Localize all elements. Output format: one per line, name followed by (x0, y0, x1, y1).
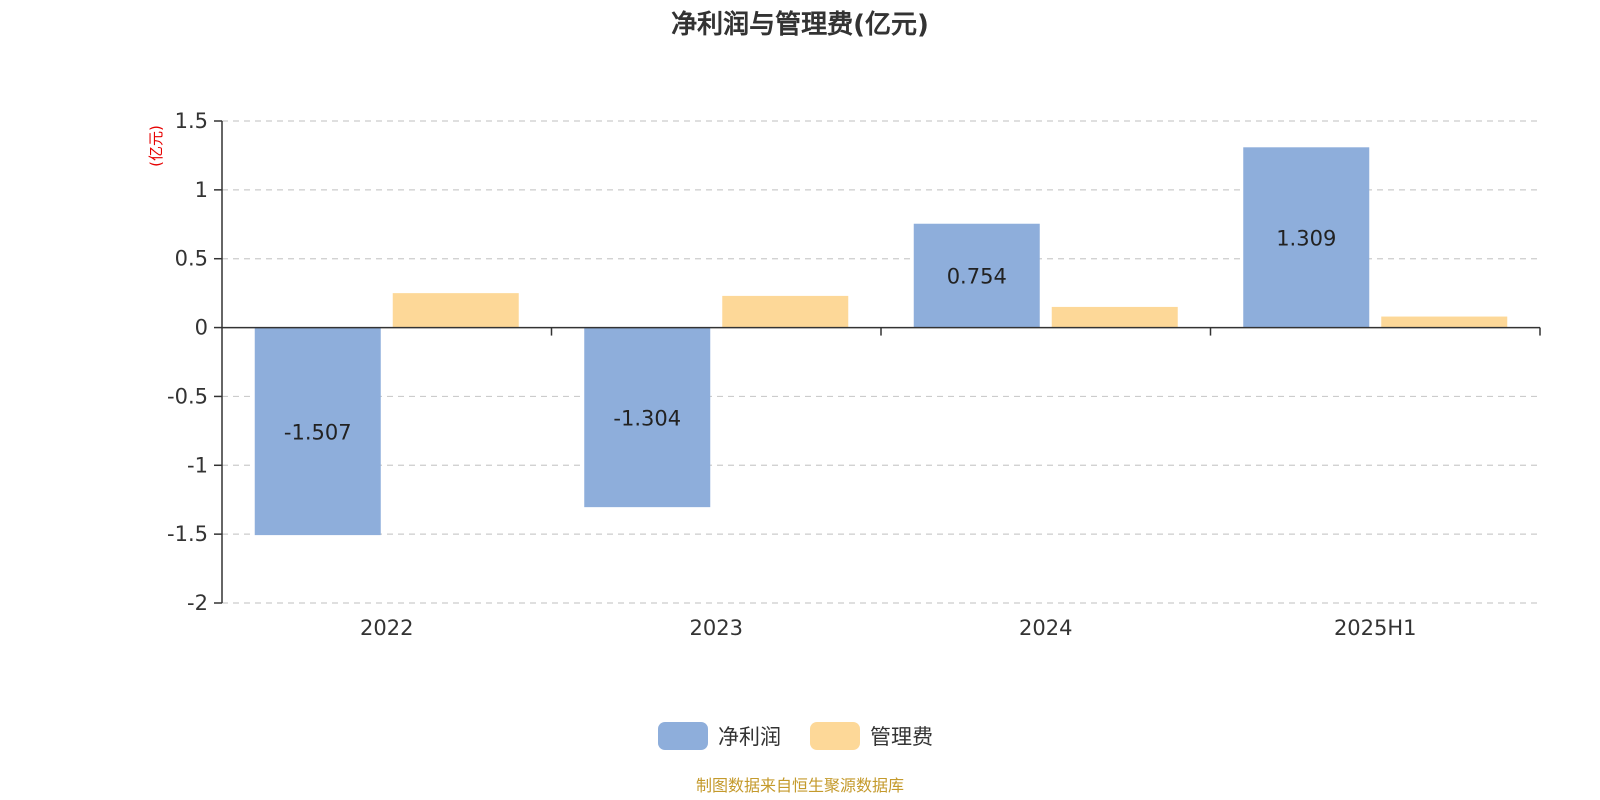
bars (254, 147, 1508, 536)
legend-swatch-net-profit (658, 722, 708, 750)
chart-title: 净利润与管理费(亿元) (671, 9, 929, 40)
bar-admin-fee-2025h1 (1381, 316, 1508, 328)
data-label: 0.754 (947, 265, 1007, 289)
y-tick-label: -1.5 (167, 522, 208, 546)
bar-admin-fee-2024 (1051, 306, 1178, 328)
x-tick-label: 2024 (1019, 616, 1072, 640)
y-axis-unit-label: (亿元) (147, 125, 165, 167)
legend-swatch-admin-fee (810, 722, 860, 750)
data-label: -1.304 (613, 406, 681, 430)
legend[interactable]: 净利润 管理费 (658, 722, 933, 750)
y-tick-label: 1.5 (175, 109, 208, 133)
y-tick-label: -1 (187, 453, 208, 477)
source-note: 制图数据来自恒生聚源数据库 (696, 776, 904, 795)
data-labels: -1.507 -1.304 0.754 1.309 (284, 226, 1336, 444)
y-tick-label: -0.5 (167, 384, 208, 408)
axes: 1.5 1 0.5 0 -0.5 -1 -1.5 -2 2022 2023 2024 2025H1 (167, 109, 1541, 640)
data-label: 1.309 (1276, 226, 1336, 250)
x-tick-label: 2025H1 (1334, 616, 1417, 640)
y-tick-label: 0 (195, 316, 208, 340)
bar-net-profit-2024 (913, 223, 1040, 328)
y-tick-label: -2 (187, 591, 208, 615)
data-label: -1.507 (284, 420, 352, 444)
bar-net-profit-2023 (584, 327, 711, 508)
bar-net-profit-2025h1 (1243, 147, 1370, 328)
x-tick-label: 2022 (360, 616, 413, 640)
y-tick-label: 0.5 (175, 247, 208, 271)
x-tick-label: 2023 (690, 616, 743, 640)
bar-admin-fee-2022 (392, 293, 519, 328)
y-tick-label: 1 (195, 178, 208, 202)
legend-label-admin-fee: 管理费 (870, 725, 933, 749)
bar-admin-fee-2023 (722, 295, 849, 328)
bar-net-profit-2022 (254, 327, 381, 536)
legend-label-net-profit: 净利润 (718, 725, 781, 749)
